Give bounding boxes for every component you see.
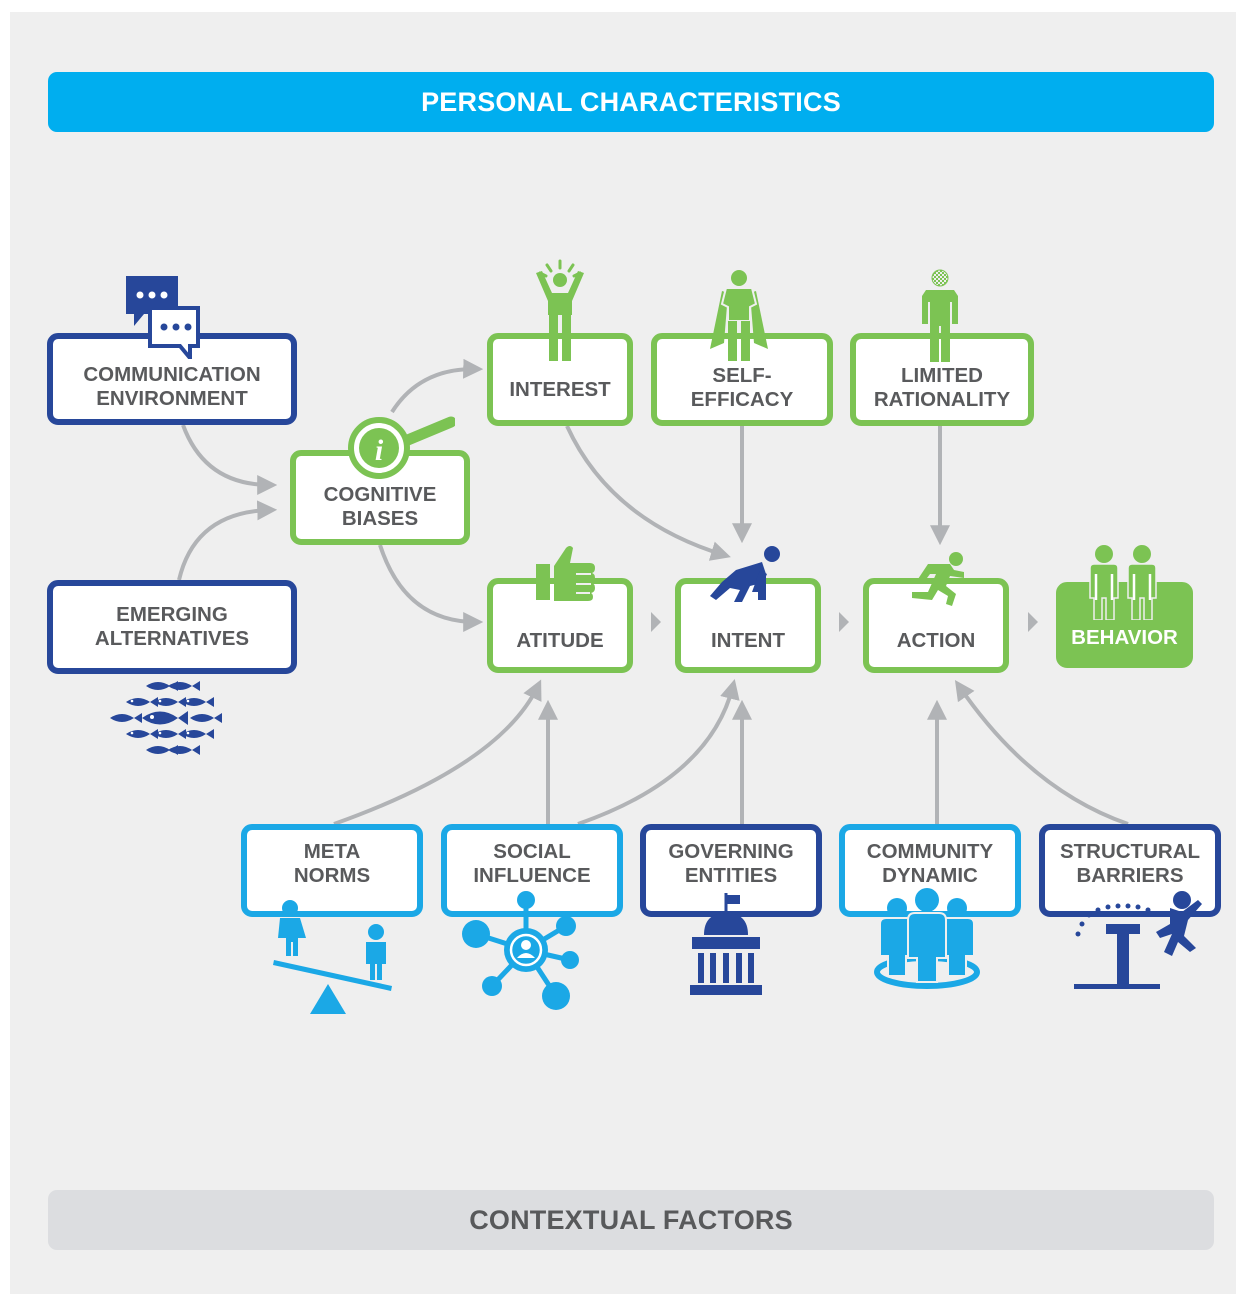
cheering-person-icon	[536, 259, 584, 361]
arrow-cognitive-to-atitude	[378, 544, 484, 632]
structural-barriers-label: STRUCTURAL BARRIERS	[1059, 840, 1201, 887]
community-dynamic-label: COMMUNITY DYNAMIC	[866, 840, 994, 887]
governing-entities-label: GOVERNING ENTITIES	[668, 840, 794, 887]
intent-label: INTENT	[710, 629, 786, 652]
seesaw-icon	[273, 900, 392, 1014]
interest-label: INTEREST	[509, 377, 611, 401]
chevron-atitude-to-intent	[651, 612, 661, 632]
social-influence-label: SOCIAL INFLUENCE	[473, 840, 591, 887]
crouching-runner-icon	[710, 546, 780, 602]
cognitive-biases-label: COGNITIVE BIASES	[323, 483, 437, 530]
atitude-label: ATITUDE	[516, 629, 604, 652]
chevron-intent-to-action	[839, 612, 849, 632]
behavior-label: BEHAVIOR	[1071, 626, 1178, 649]
emerging-alternatives-label: EMERGING ALTERNATIVES	[94, 603, 250, 650]
contextual-factors-header: CONTEXTUAL FACTORS	[48, 1190, 1214, 1250]
arrow-cognitive-to-interest	[390, 358, 484, 414]
arrow-communication-to-cognitive	[181, 424, 278, 495]
structural-barriers-box: STRUCTURAL BARRIERS	[1039, 824, 1221, 917]
running-person-icon	[912, 552, 964, 606]
government-building-icon	[690, 893, 762, 995]
limited-rationality-label: LIMITED RATIONALITY	[873, 364, 1011, 411]
arrow-emerging-to-cognitive	[177, 500, 278, 581]
network-person-icon	[462, 891, 579, 1010]
interest-box: INTEREST	[487, 333, 633, 426]
fish-school-icon	[110, 681, 222, 755]
emerging-alternatives-box: EMERGING ALTERNATIVES	[47, 580, 297, 674]
checkered-head-person-icon	[922, 269, 958, 362]
arrow-interest-to-intent	[565, 425, 731, 561]
caped-hero-icon	[710, 270, 768, 361]
behavior-box: BEHAVIOR	[1056, 582, 1193, 668]
chevron-action-to-behavior	[1028, 612, 1038, 632]
arrow-meta-norms-to-atitude	[333, 679, 542, 826]
hurdle-jump-icon	[1074, 891, 1202, 989]
thumbs-up-icon	[536, 546, 595, 601]
chat-bubbles-icon	[126, 276, 200, 359]
communication-environment-box: COMMUNICATION ENVIRONMENT	[47, 333, 297, 425]
arrow-social-influence-to-intent	[577, 679, 740, 826]
info-magnifier-icon: i	[348, 416, 455, 479]
meta-norms-label: META NORMS	[293, 840, 371, 887]
action-label: ACTION	[896, 629, 976, 652]
meta-norms-box: META NORMS	[241, 824, 423, 917]
communication-environment-label: COMMUNICATION ENVIRONMENT	[83, 363, 261, 410]
self-efficacy-label: SELF- EFFICACY	[690, 364, 794, 411]
group-circle-icon	[874, 888, 980, 989]
two-people-icon	[1089, 545, 1157, 620]
arrow-structural-to-action	[954, 680, 1129, 826]
personal-characteristics-header: PERSONAL CHARACTERISTICS	[48, 72, 1214, 132]
svg-text:i: i	[375, 434, 384, 467]
